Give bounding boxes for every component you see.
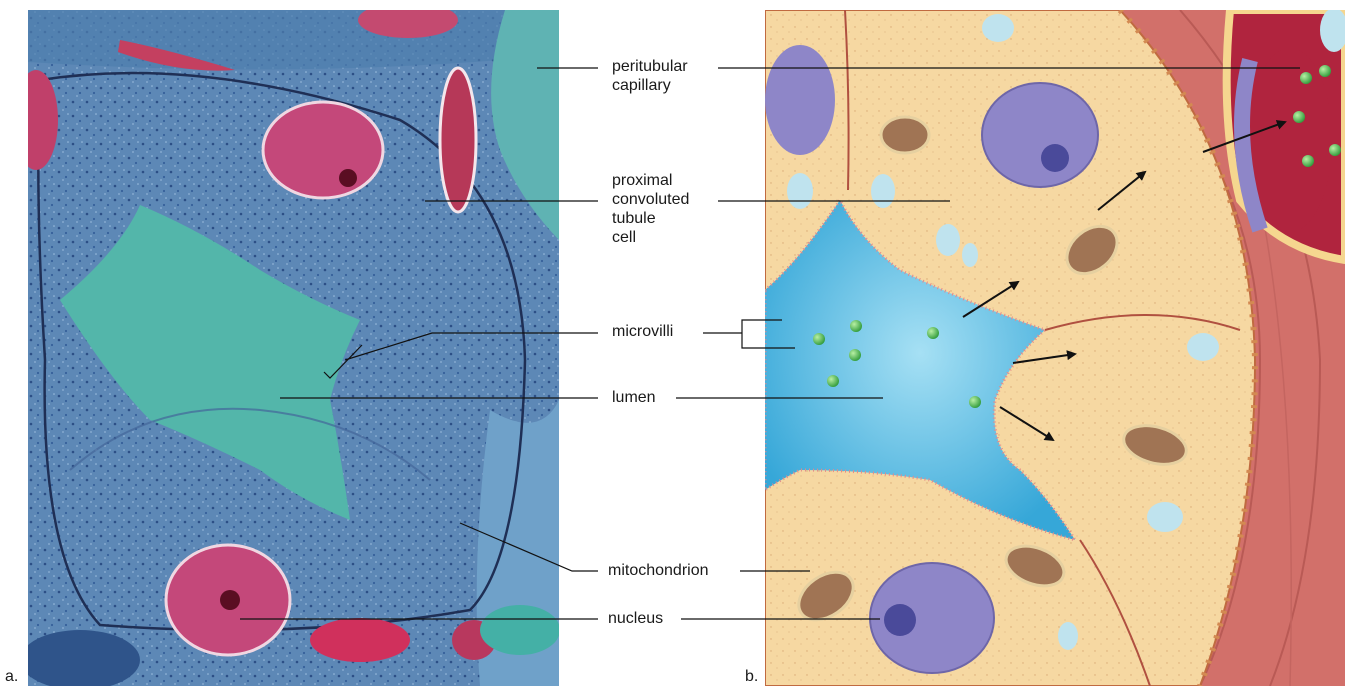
label-peritubular-capillary: peritubular capillary [612,57,688,95]
panel-letter-a: a. [5,668,18,686]
label-microvilli: microvilli [612,322,673,341]
solute [1302,155,1314,167]
solute [827,375,839,387]
label-nucleus: nucleus [608,609,663,628]
solute [1319,65,1331,77]
nucleus-top [982,83,1098,187]
label-mitochondrion: mitochondrion [608,561,709,580]
solute [1300,72,1312,84]
solute [969,396,981,408]
mitochondrion-1 [881,117,929,153]
panel-letter-b: b. [745,668,758,686]
solute [849,349,861,361]
illustration-panel [765,8,1345,686]
label-proximal-convoluted-tubule-cell: proximal convoluted tubule cell [612,171,689,247]
solute [813,333,825,345]
solute [1293,111,1305,123]
solute [927,327,939,339]
micrograph-panel [14,2,560,686]
label-lumen: lumen [612,388,656,407]
solute [850,320,862,332]
solute [1329,144,1341,156]
micro-nucleus-top [263,102,383,198]
